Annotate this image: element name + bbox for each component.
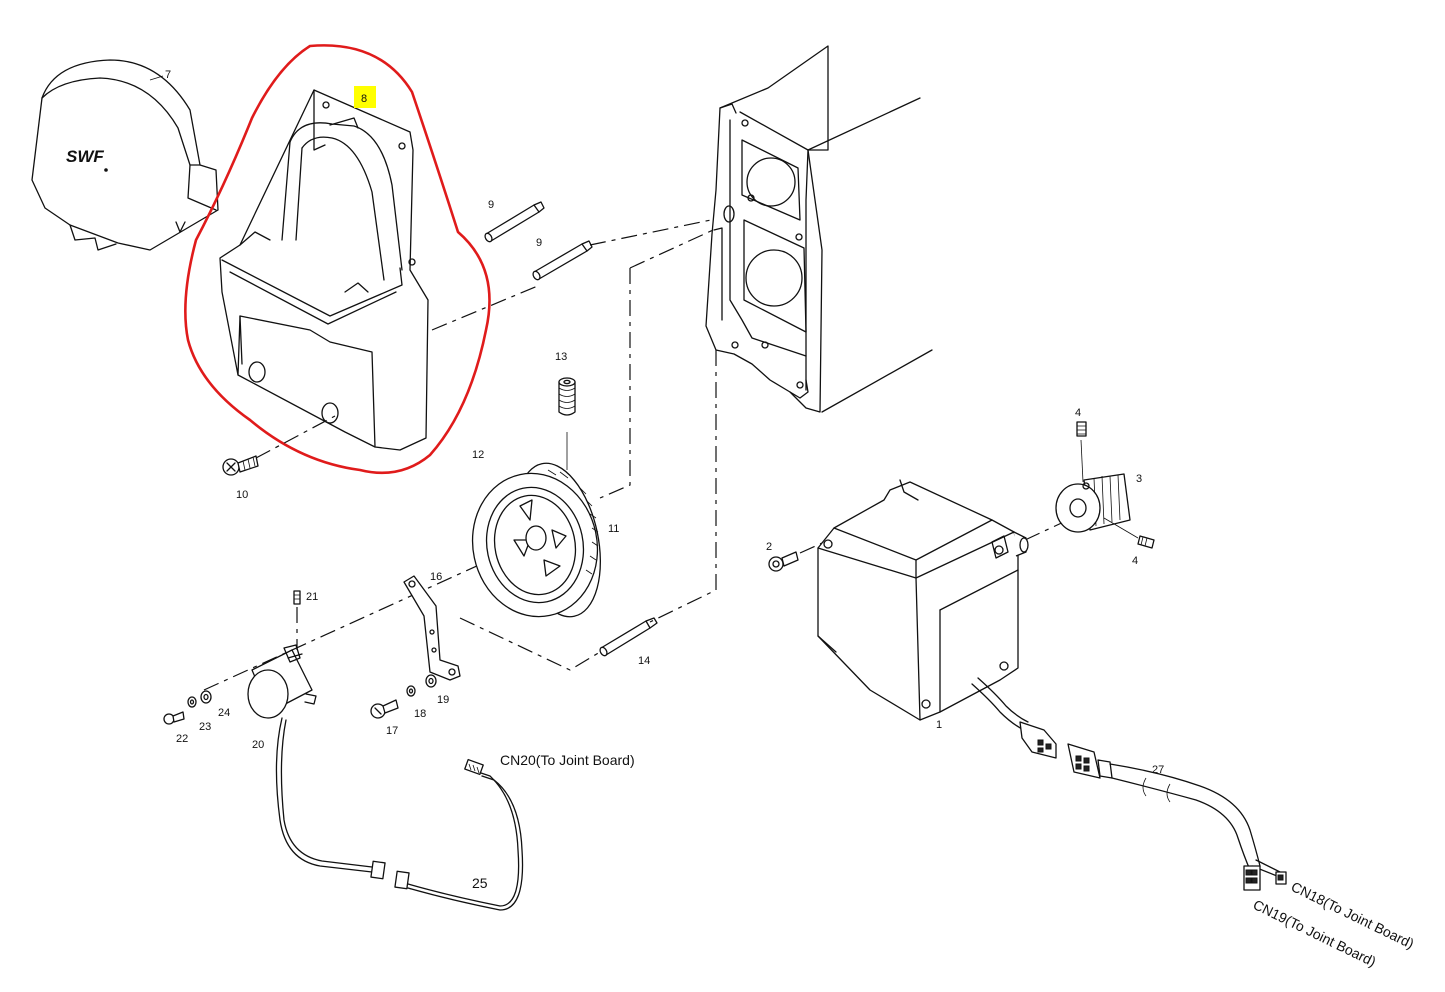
main-frame[interactable] <box>705 45 933 413</box>
part-1-motor[interactable] <box>817 479 1029 721</box>
part-25-cable[interactable] <box>275 717 524 911</box>
part-21-set-screw[interactable] <box>293 590 301 605</box>
label-22: 22 <box>176 733 188 745</box>
label-4b: 4 <box>1132 555 1138 567</box>
part-27-cable[interactable] <box>1067 743 1287 891</box>
assembly-line-encoder <box>203 559 491 691</box>
part-16-sensor-bracket[interactable] <box>403 575 461 681</box>
assembly-line-14 <box>459 350 717 671</box>
part-4-set-screw-top[interactable] <box>1076 421 1087 437</box>
label-24: 24 <box>218 707 230 719</box>
label-8-highlight <box>354 86 376 108</box>
label-10: 10 <box>236 489 248 501</box>
label-19: 19 <box>437 694 449 706</box>
part-11-12-pulley[interactable] <box>459 455 613 628</box>
label-13: 13 <box>555 351 567 363</box>
highlight-outline <box>184 44 491 475</box>
label-23: 23 <box>199 721 211 733</box>
part-3-gear[interactable] <box>1055 473 1131 533</box>
part-9-standoff-b[interactable] <box>532 240 593 281</box>
logo-text: SWF <box>66 147 104 166</box>
label-25: 25 <box>472 875 488 891</box>
label-7: 7 <box>165 69 171 81</box>
connector-label-cn19: CN19(To Joint Board) <box>1251 896 1379 969</box>
part-19-washer[interactable] <box>425 674 437 688</box>
part-23-washer[interactable] <box>187 696 197 708</box>
label-27: 27 <box>1152 764 1164 776</box>
part-8-bracket[interactable] <box>219 89 429 451</box>
label-9a: 9 <box>488 199 494 211</box>
assembly-line-10 <box>255 415 336 459</box>
part-13-spacer[interactable] <box>558 377 576 416</box>
part-24-washer[interactable] <box>200 690 212 704</box>
label-2: 2 <box>766 541 772 553</box>
label-11: 11 <box>608 523 619 535</box>
label-12: 12 <box>472 449 484 461</box>
part-4-set-screw-bottom[interactable] <box>1137 535 1155 549</box>
label-1: 1 <box>936 719 942 731</box>
label-17: 17 <box>386 725 398 737</box>
part-7-cover[interactable]: SWF <box>31 59 219 251</box>
connector-label-cn18: CN18(To Joint Board) <box>1289 878 1417 951</box>
part-10-screw[interactable] <box>222 455 259 476</box>
label-16: 16 <box>430 571 442 583</box>
label-14: 14 <box>638 655 650 667</box>
part-2-screw[interactable] <box>768 551 799 572</box>
label-20: 20 <box>252 739 264 751</box>
motor-lead <box>971 677 1057 759</box>
part-17-screw[interactable] <box>370 699 399 719</box>
part-14-pin[interactable] <box>599 617 658 657</box>
label-8: 8 <box>361 93 367 105</box>
label-21: 21 <box>306 591 318 603</box>
label-18: 18 <box>414 708 426 720</box>
label-9b: 9 <box>536 237 542 249</box>
label-3: 3 <box>1136 473 1142 485</box>
assembly-line-8-frame <box>431 284 541 331</box>
label-4a: 4 <box>1075 407 1081 419</box>
part-20-encoder[interactable] <box>247 644 317 719</box>
part-18-washer[interactable] <box>406 685 416 697</box>
part-9-standoff-a[interactable] <box>484 201 545 243</box>
connector-label-cn20: CN20(To Joint Board) <box>500 752 635 768</box>
part-22-screw[interactable] <box>163 711 185 725</box>
assembly-line-9-frame <box>589 214 736 246</box>
